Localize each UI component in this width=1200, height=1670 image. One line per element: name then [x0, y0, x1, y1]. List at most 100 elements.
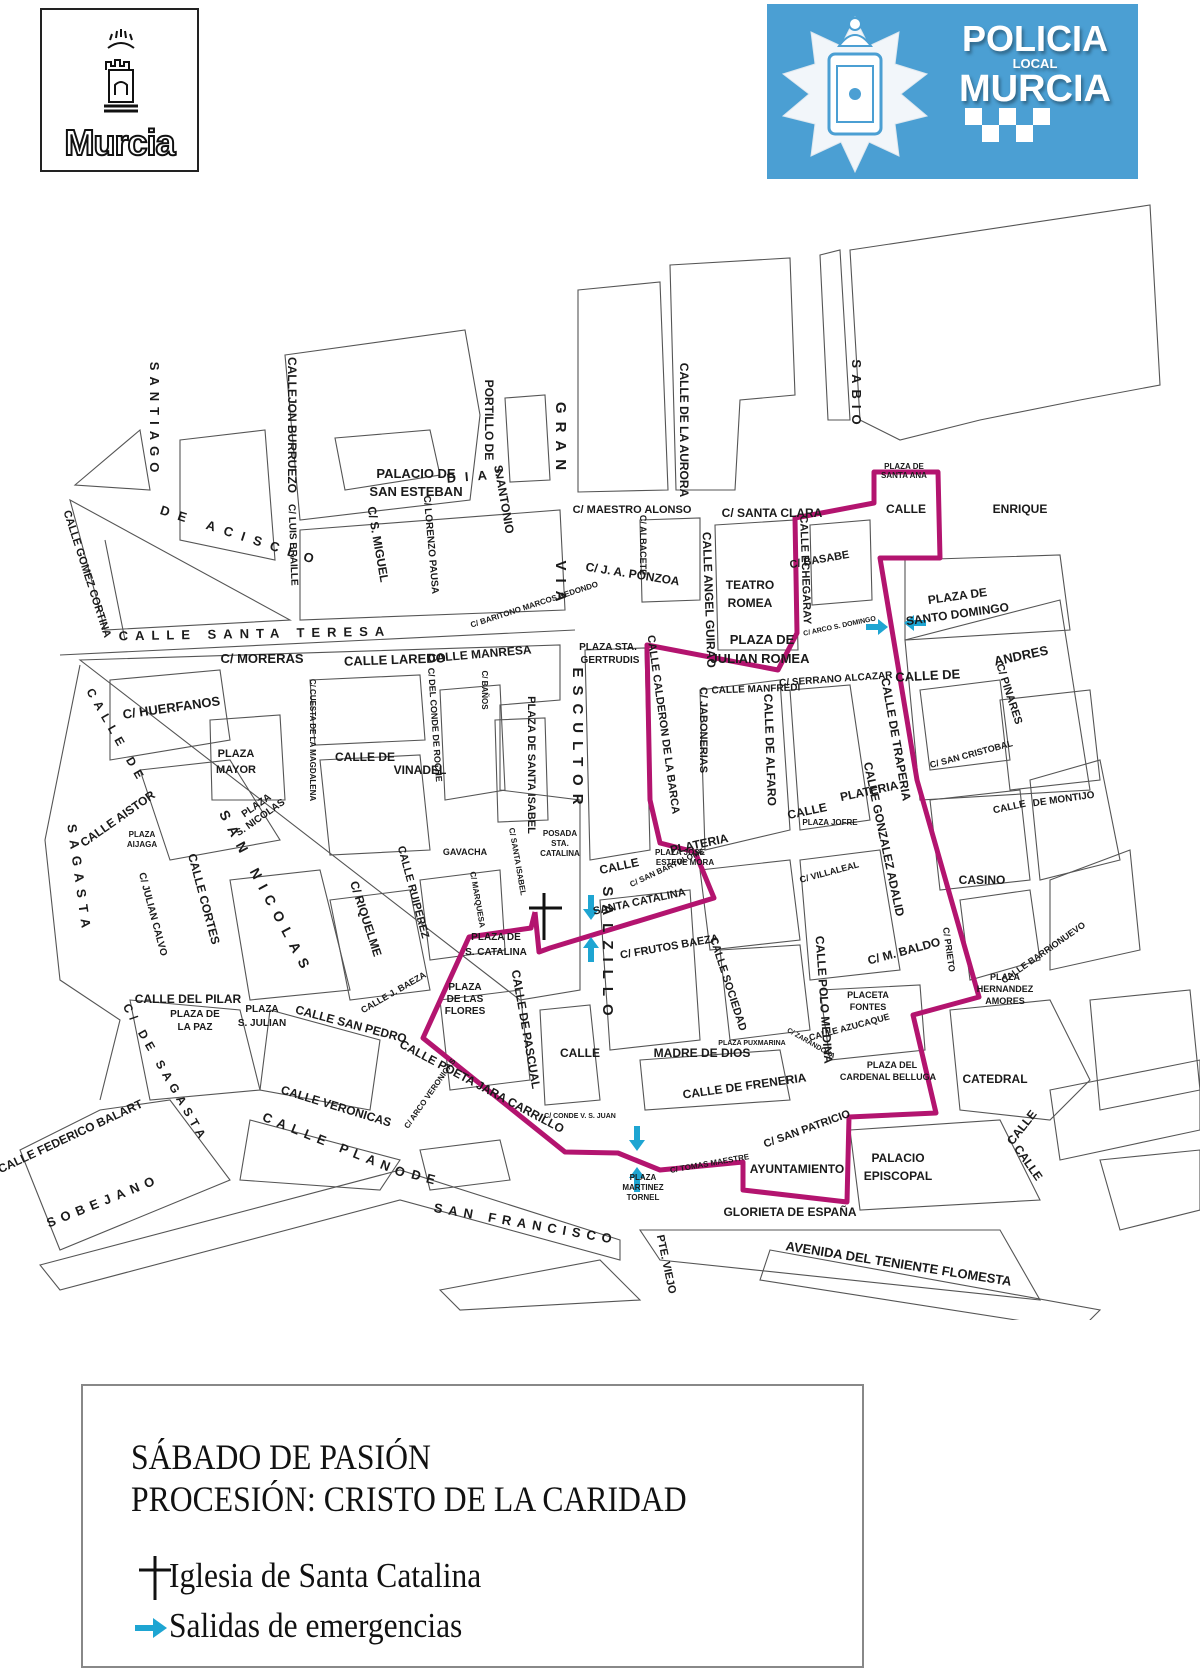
street-label: AMORES: [985, 996, 1025, 1006]
street-label: HERNANDEZ: [977, 984, 1034, 994]
street-label: AIJAGA: [127, 840, 157, 849]
street-label: C/ M. BALDO: [866, 935, 942, 968]
street-label: LA PAZ: [178, 1022, 213, 1033]
legend-item-emergency-exits: Salidas de emergencias: [169, 1606, 463, 1645]
police-logo-line2: LOCAL: [1012, 56, 1058, 71]
street-label: C/ CONDE V. S. JUAN: [544, 1113, 616, 1120]
emergency-exit-arrow-icon: [866, 619, 888, 635]
street-label: MARTINEZ: [622, 1183, 663, 1192]
police-logo-line1: POLICIA: [961, 18, 1108, 59]
street-label: ESTEVE MORA: [656, 858, 714, 867]
street-label: SAN NICOLAS: [216, 807, 317, 977]
street-label: C/ PINARES: [993, 662, 1024, 726]
street-label: PLAZA DE: [884, 462, 924, 471]
street-label: CALLE DEL PILAR: [135, 992, 242, 1006]
street-label: C/ SANTA CLARA: [722, 506, 823, 520]
street-label: POSADA: [543, 829, 577, 838]
street-label: MADRE DE DIOS: [654, 1046, 751, 1060]
street-label: TORNEL: [627, 1193, 660, 1202]
street-label: CALLE BARRIONUEVO: [999, 920, 1087, 986]
street-label: CALLE MANRESA: [427, 642, 532, 665]
street-label: PLAZA PUXMARINA: [718, 1040, 785, 1047]
street-label: C/ LORENZO PAUSA: [421, 495, 441, 594]
street-label: PORTILLO DE: [482, 380, 496, 461]
street-label: CALLE RUIPEREZ: [395, 845, 431, 940]
police-badge-icon: [781, 16, 1050, 174]
street-label: SAN FRANCISCO: [433, 1200, 619, 1247]
street-label: CALLE MANFREDI: [711, 682, 800, 696]
street-label: SOBEJANO: [44, 1171, 162, 1230]
street-label: CALLE LAREDO: [344, 650, 446, 669]
street-label: PLAZA DE: [471, 932, 521, 943]
street-label: PTE. VIEJO: [654, 1234, 678, 1296]
street-label: GAVACHA: [443, 847, 488, 857]
street-label: PLAZA DE SANTA ISABEL: [525, 696, 537, 834]
street-label: CALLE GOMEZ CORTINA: [61, 509, 114, 639]
street-label: C/ SAN PATRICIO: [762, 1108, 852, 1151]
street-label: VINADEL: [394, 763, 447, 777]
arrow-right-icon: [135, 1618, 167, 1638]
street-label: CALLE DE PASCUAL: [509, 969, 544, 1090]
street-label: GERTRUDIS: [581, 655, 640, 666]
policia-local-logo: POLICIA LOCAL MURCIA: [767, 4, 1138, 179]
street-label: DIAZ: [446, 465, 513, 486]
street-label: CALLE CORTES: [185, 852, 223, 946]
legend-item-church: Iglesia de Santa Catalina: [169, 1556, 482, 1595]
street-label: SANTA ANA: [881, 471, 927, 480]
emergency-exits: [583, 615, 926, 1192]
street-label: JULIAN ROMEA: [711, 651, 811, 666]
street-label: C/ ARCO VERONICAS: [402, 1056, 458, 1130]
street-label: PLACETA: [847, 990, 889, 1000]
street-label: C/ PRIETO: [941, 927, 957, 973]
street-label: C/ MAESTRO ALONSO: [573, 504, 692, 516]
street-label: C/ SANTA ISABEL: [507, 827, 528, 896]
castle-crown-icon: [104, 29, 138, 113]
street-label: C/ JULIAN CALVO: [136, 871, 169, 957]
street-label: ENRIQUE: [993, 502, 1048, 516]
city-blocks: [19, 204, 1200, 1320]
street-label: S. JULIAN: [238, 1018, 286, 1029]
murcia-city-logo: Murcia: [40, 8, 199, 172]
street-label: CARDENAL BELLUGA: [840, 1072, 937, 1082]
street-label: SANTIAGO: [147, 362, 162, 479]
street-label: CALLE J. BAEZA: [359, 969, 428, 1015]
street-label: C/ MORERAS: [220, 651, 303, 666]
street-label: EPISCOPAL: [864, 1169, 932, 1183]
street-label: CASINO: [959, 873, 1006, 887]
street-label: CALLE SAN PEDRO: [294, 1003, 408, 1046]
street-label: PLAZA JOSE: [655, 848, 706, 857]
street-label: CALLE DE FRENERIA: [682, 1070, 808, 1101]
street-label: C/ ALBACETE: [638, 515, 648, 575]
street-label: FONTES: [850, 1002, 887, 1012]
street-label: CALLEJON BURRUEZO: [285, 357, 299, 493]
street-label: CALLE ECHEGARAY: [797, 515, 813, 625]
street-label: VIA: [552, 560, 569, 609]
street-label: CATEDRAL: [962, 1072, 1027, 1086]
street-label: CALLE DE: [335, 750, 395, 764]
legend-box: SÁBADO DE PASIÓN PROCESIÓN: CRISTO DE LA…: [81, 1384, 864, 1668]
street-label: C/ CUESTA DE LA MAGDALENA: [308, 679, 317, 802]
emergency-exit-arrow-icon: [629, 1126, 645, 1151]
street-label: PLAZA: [245, 1004, 278, 1015]
street-label: PLAZA JOFRE: [802, 818, 858, 827]
street-label: GRAN: [552, 402, 569, 478]
street-label: CALLE FEDERICO BALART: [0, 1096, 145, 1176]
street-label: C/ FRUTOS BAEZA: [619, 932, 720, 961]
street-label: DE: [410, 1167, 443, 1189]
street-label: GLORIETA DE ESPAÑA: [723, 1204, 856, 1219]
street-label: PLAZA: [990, 972, 1020, 982]
street-label: PLAZA: [630, 1173, 657, 1182]
street-label: ROMEA: [728, 596, 773, 610]
street-label: PALACIO DE: [376, 466, 456, 481]
street-label: CALLE: [560, 1046, 600, 1060]
street-label: DE LAS: [447, 994, 484, 1005]
emergency-exit-arrow-icon: [629, 1167, 645, 1192]
street-label: S. CATALINA: [465, 947, 527, 958]
street-label: C/ HUERFANOS: [122, 693, 222, 722]
street-label: PLAZA DE: [730, 632, 795, 647]
emergency-exit-arrow-icon: [904, 615, 926, 631]
street-label: AVENIDA DEL TENIENTE FLOMESTA: [785, 1238, 1014, 1289]
street-label: CALLE: [886, 502, 926, 516]
street-label: C/ VILLALEAL: [798, 859, 860, 885]
street-label: C/ MARQUESA: [468, 871, 487, 929]
